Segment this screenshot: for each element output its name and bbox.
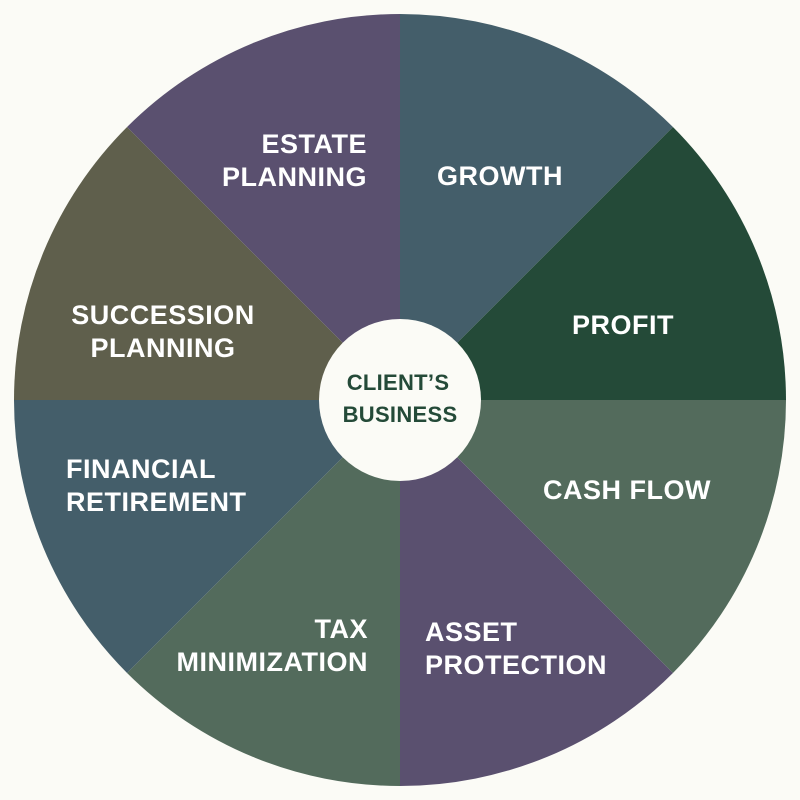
segment-label-profit-line-1: PROFIT	[572, 310, 674, 340]
segment-label-cash-flow: CASH FLOW	[543, 475, 711, 505]
segment-label-growth: GROWTH	[437, 161, 563, 191]
center-hub	[319, 319, 481, 481]
segment-profit	[400, 127, 786, 400]
segment-label-financial-retirement-line-2: RETIREMENT	[66, 487, 247, 517]
segment-succession-planning	[14, 127, 400, 400]
segment-label-cash-flow-line-1: CASH FLOW	[543, 475, 711, 505]
segment-label-estate-planning-line-2: PLANNING	[222, 162, 367, 192]
center-label-line1: CLIENT’S	[347, 370, 450, 395]
segment-label-financial-retirement-line-1: FINANCIAL	[66, 454, 216, 484]
segment-estate-planning	[127, 14, 400, 400]
segment-label-asset-protection-line-1: ASSET	[425, 617, 518, 647]
segment-label-tax-minimization-line-2: MINIMIZATION	[177, 647, 368, 677]
segment-growth	[400, 14, 673, 400]
segment-asset-protection	[400, 400, 673, 786]
segment-label-profit: PROFIT	[572, 310, 674, 340]
center-label-line2: BUSINESS	[343, 402, 458, 427]
segment-label-asset-protection-line-2: PROTECTION	[425, 650, 607, 680]
segment-financial-retirement	[14, 400, 400, 673]
segment-label-succession-planning-line-1: SUCCESSION	[71, 300, 255, 330]
segment-label-tax-minimization-line-1: TAX	[315, 614, 369, 644]
segment-label-succession-planning-line-2: PLANNING	[91, 333, 236, 363]
segment-tax-minimization	[127, 400, 400, 786]
segments-layer	[14, 14, 786, 786]
segment-label-growth-line-1: GROWTH	[437, 161, 563, 191]
segment-cash-flow	[400, 400, 786, 673]
segment-label-estate-planning-line-1: ESTATE	[261, 129, 367, 159]
